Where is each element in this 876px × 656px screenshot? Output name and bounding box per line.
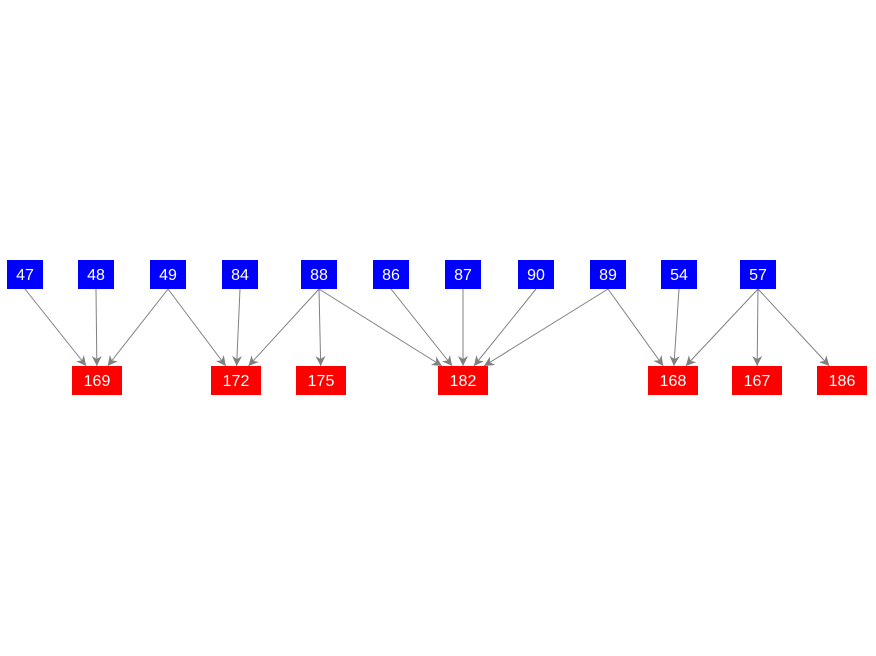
node-box xyxy=(150,260,186,289)
source-node-88[interactable]: 88 xyxy=(301,260,337,289)
source-node-89[interactable]: 89 xyxy=(590,260,626,289)
node-box xyxy=(661,260,697,289)
target-node-175[interactable]: 175 xyxy=(296,366,346,395)
node-box xyxy=(648,366,698,395)
node-label: 168 xyxy=(660,373,687,390)
node-label: 86 xyxy=(382,267,400,284)
node-box xyxy=(211,366,261,395)
node-label: 89 xyxy=(599,267,617,284)
node-label: 48 xyxy=(87,267,105,284)
node-box xyxy=(301,260,337,289)
node-box xyxy=(438,366,488,395)
source-node-84[interactable]: 84 xyxy=(222,260,258,289)
node-label: 169 xyxy=(84,373,111,390)
node-label: 47 xyxy=(16,267,34,284)
node-box xyxy=(222,260,258,289)
node-label: 49 xyxy=(159,267,177,284)
node-box xyxy=(590,260,626,289)
edge-88-to-172 xyxy=(248,288,320,367)
source-node-54[interactable]: 54 xyxy=(661,260,697,289)
target-node-172[interactable]: 172 xyxy=(211,366,261,395)
edge-86-to-182 xyxy=(390,288,453,367)
node-label: 88 xyxy=(310,267,328,284)
edge-57-to-167 xyxy=(752,288,763,367)
edge-89-to-182 xyxy=(483,288,609,367)
edge-57-to-186 xyxy=(757,288,830,367)
node-label: 84 xyxy=(231,267,249,284)
edge-90-to-182 xyxy=(473,288,537,367)
edge-88-to-175 xyxy=(315,288,326,367)
node-label: 54 xyxy=(670,267,688,284)
target-node-167[interactable]: 167 xyxy=(732,366,782,395)
source-node-48[interactable]: 48 xyxy=(78,260,114,289)
source-node-87[interactable]: 87 xyxy=(445,260,481,289)
edge-88-to-182 xyxy=(318,288,443,367)
source-node-49[interactable]: 49 xyxy=(150,260,186,289)
edge-57-to-168 xyxy=(685,288,759,367)
edge-84-to-172 xyxy=(232,288,243,367)
edge-49-to-172 xyxy=(167,288,227,367)
node-box xyxy=(817,366,867,395)
node-label: 172 xyxy=(223,373,250,390)
edge-49-to-169 xyxy=(107,288,169,367)
node-box xyxy=(732,366,782,395)
node-label: 87 xyxy=(454,267,472,284)
target-node-182[interactable]: 182 xyxy=(438,366,488,395)
edge-47-to-169 xyxy=(24,288,87,367)
target-node-168[interactable]: 168 xyxy=(648,366,698,395)
edge-48-to-169 xyxy=(91,288,102,367)
target-node-186[interactable]: 186 xyxy=(817,366,867,395)
nodes: 47 48 49 84 88 86 87 90 89 54 57 169 172 175 182 168 167… xyxy=(7,260,867,395)
node-box xyxy=(78,260,114,289)
target-node-169[interactable]: 169 xyxy=(72,366,122,395)
node-label: 90 xyxy=(527,267,545,284)
node-label: 57 xyxy=(749,267,767,284)
source-node-90[interactable]: 90 xyxy=(518,260,554,289)
source-node-47[interactable]: 47 xyxy=(7,260,43,289)
node-label: 186 xyxy=(829,373,856,390)
node-box xyxy=(72,366,122,395)
node-label: 175 xyxy=(308,373,335,390)
node-box xyxy=(373,260,409,289)
source-node-57[interactable]: 57 xyxy=(740,260,776,289)
node-box xyxy=(7,260,43,289)
edge-89-to-168 xyxy=(607,288,664,367)
node-box xyxy=(445,260,481,289)
node-label: 167 xyxy=(744,373,771,390)
edges xyxy=(24,288,830,367)
node-box xyxy=(518,260,554,289)
edge-54-to-168 xyxy=(669,288,680,367)
source-node-86[interactable]: 86 xyxy=(373,260,409,289)
node-box xyxy=(296,366,346,395)
node-label: 182 xyxy=(450,373,477,390)
node-box xyxy=(740,260,776,289)
